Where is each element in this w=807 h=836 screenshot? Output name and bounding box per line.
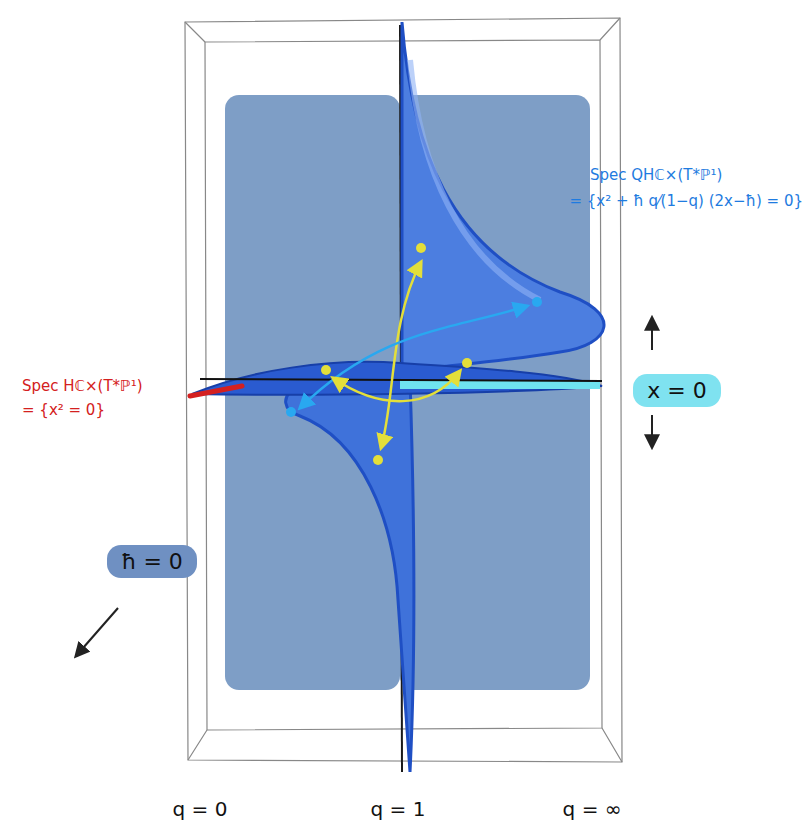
spec-label: Spec QHℂ×(T*ℙ¹) (590, 166, 722, 184)
axis-line (200, 379, 602, 381)
point (286, 243, 542, 465)
plane-tag: ħ = 0 (107, 545, 197, 578)
direction-arrow (651, 415, 653, 447)
axis-label: q = 1 (371, 797, 426, 821)
surface-band (192, 362, 602, 395)
equation-label: = {x² = 0} (22, 401, 105, 419)
axis-label: q = ∞ (563, 797, 622, 821)
direction-arrow (651, 318, 653, 350)
surface-sheet (286, 376, 414, 772)
spec-label: Spec Hℂ×(T*ℙ¹) (22, 377, 143, 395)
tag-text: ħ = 0 (121, 549, 183, 574)
plane-tag: x = 0 (633, 374, 720, 407)
classical-spec-line (190, 386, 242, 396)
axis-label: q = 0 (173, 797, 228, 821)
equation-label: = {x² + ħ q⁄(1−q) (2x−ħ) = 0} (569, 192, 803, 210)
direction-arrow (76, 608, 118, 656)
tag-text: x = 0 (647, 378, 706, 403)
